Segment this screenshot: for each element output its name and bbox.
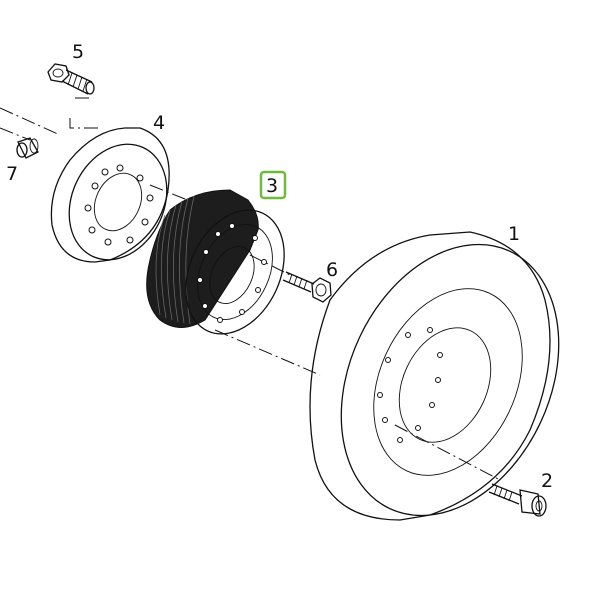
- part-3-grooved-pulley[interactable]: [146, 189, 304, 350]
- part-7-sleeve[interactable]: [16, 137, 39, 159]
- part-4-hub-plate[interactable]: [50, 127, 185, 276]
- callout-highlight-box: [259, 170, 287, 200]
- part-1-damper-ring[interactable]: [299, 209, 600, 551]
- center-lines: [0, 97, 501, 481]
- part-6-bolt[interactable]: [282, 271, 332, 303]
- callout-1[interactable]: 1: [508, 223, 520, 245]
- callout-4[interactable]: 4: [153, 112, 165, 134]
- callout-5[interactable]: 5: [72, 41, 84, 63]
- callout-6[interactable]: 6: [326, 259, 338, 281]
- callout-3[interactable]: 3: [266, 175, 278, 197]
- callout-2[interactable]: 2: [541, 470, 553, 492]
- part-2-cap-screw[interactable]: [488, 483, 547, 517]
- part-5-bolt[interactable]: [47, 63, 95, 95]
- callout-7[interactable]: 7: [6, 163, 18, 185]
